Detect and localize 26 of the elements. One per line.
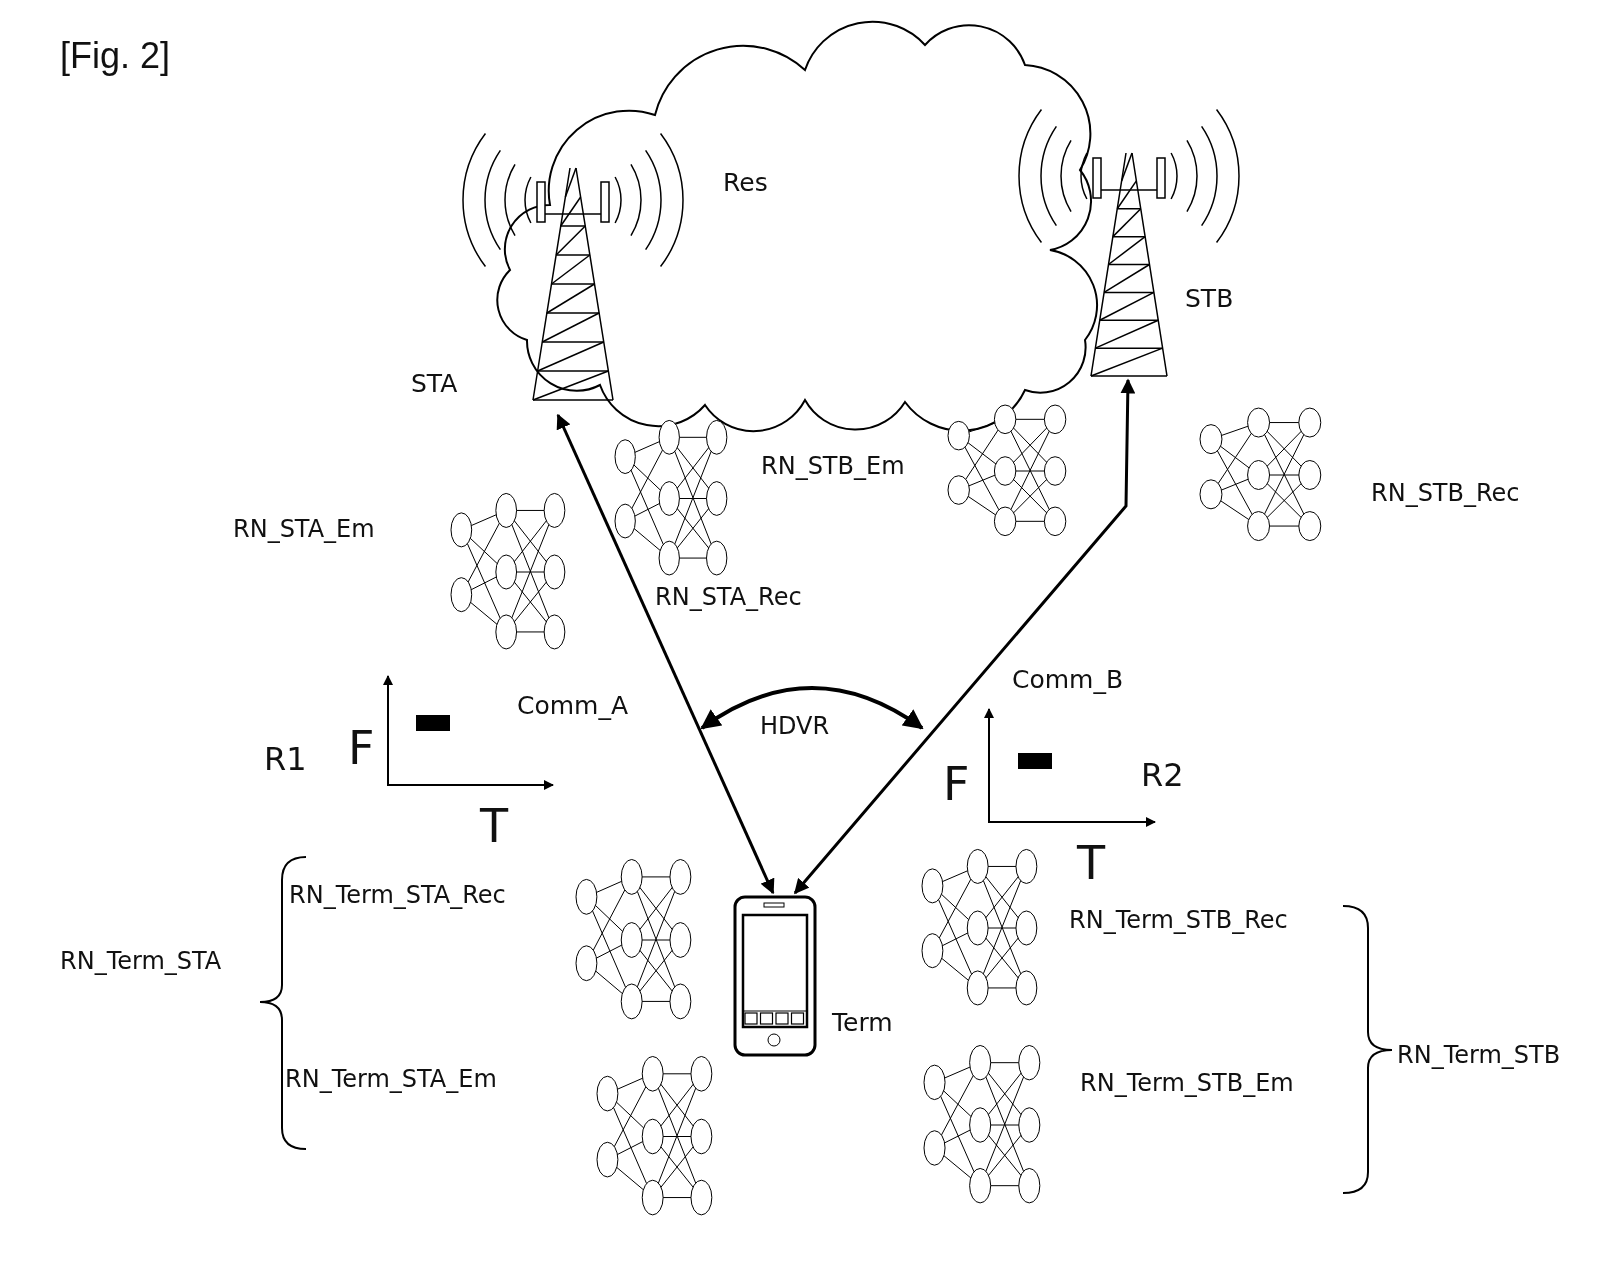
text-label: F	[348, 725, 375, 771]
text-label: R1	[264, 743, 307, 775]
edge-label: Comm_B	[1012, 667, 1124, 692]
text-label: RN_STA_Em	[233, 517, 375, 541]
text-label: T	[480, 803, 509, 849]
edge-label: Comm_A	[517, 693, 629, 718]
text-label: F	[943, 761, 970, 807]
node-label: STB	[1185, 286, 1234, 311]
node-label: STA	[411, 371, 458, 396]
double-arrow	[793, 378, 1136, 895]
node-label: Term	[832, 1010, 893, 1035]
text-label: RN_Term_STA_Em	[285, 1067, 497, 1091]
text-label: RN_Term_STA_Rec	[289, 883, 506, 907]
text-label: RN_Term_STA	[60, 949, 222, 973]
node-label: Res	[723, 170, 768, 195]
text-label: RN_STB_Rec	[1371, 481, 1520, 505]
text-label: T	[1077, 840, 1106, 886]
text-label: RN_STB_Em	[761, 454, 905, 478]
figure-title: [Fig. 2]	[60, 38, 171, 74]
text-label: R2	[1141, 759, 1184, 791]
double-arrow	[556, 413, 775, 895]
text-label: RN_Term_STB_Em	[1080, 1071, 1294, 1095]
text-label: RN_Term_STB_Rec	[1069, 908, 1288, 932]
text-label: RN_Term_STB	[1397, 1043, 1561, 1067]
text-label: RN_STA_Rec	[655, 585, 802, 609]
text-label: HDVR	[760, 714, 830, 738]
